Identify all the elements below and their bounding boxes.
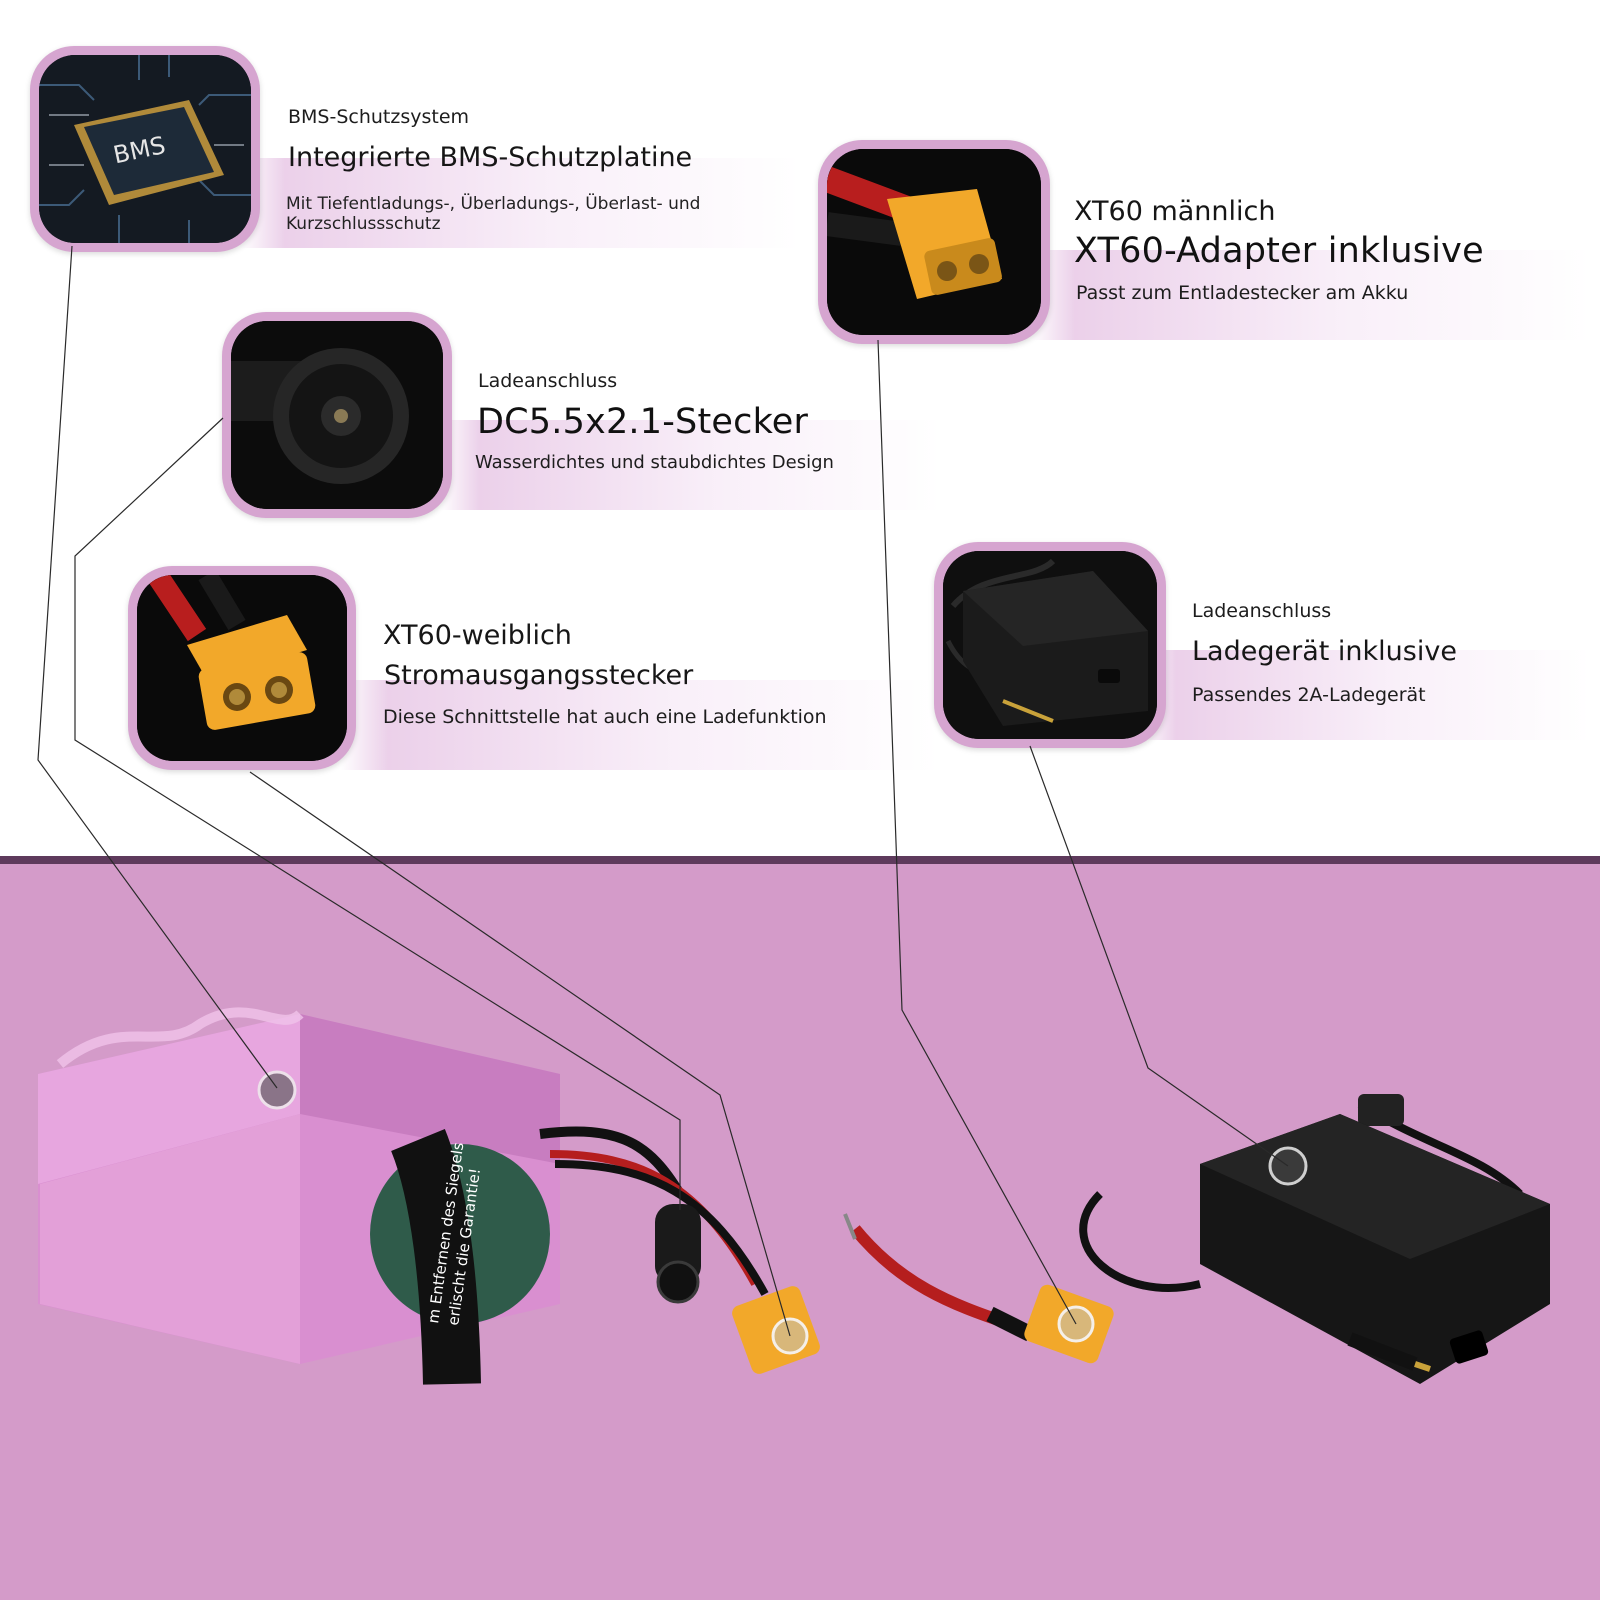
dc-plug-icon	[231, 321, 443, 509]
dc-plug-image	[231, 321, 443, 509]
xt60-female-connector-icon	[137, 575, 347, 761]
battery-cables	[539, 1126, 820, 1374]
charger-marker	[1268, 1146, 1308, 1186]
charger-thumbnail	[934, 542, 1166, 748]
xt60-male-marker	[1057, 1305, 1095, 1343]
xt60-male-band	[1030, 250, 1590, 340]
bms-thumbnail: BMS	[30, 46, 260, 252]
xt60-male-image	[827, 149, 1041, 335]
xt60-female-marker	[771, 1317, 809, 1355]
bms-marker	[257, 1070, 297, 1110]
dc-title: DC5.5x2.1-Stecker	[477, 402, 809, 442]
dc-thumbnail	[222, 312, 452, 518]
bms-label: BMS-Schutzsystem	[288, 106, 470, 128]
dc-description: Wasserdichtes und staubdichtes Design	[475, 452, 834, 473]
bms-chip-image: BMS	[39, 55, 251, 243]
charger-image	[943, 551, 1157, 739]
charger-unit	[1079, 1094, 1550, 1384]
xt60-male-label: XT60 männlich	[1074, 196, 1276, 227]
xt60-female-description: Diese Schnittstelle hat auch eine Ladefu…	[383, 706, 827, 728]
charger-label: Ladeanschluss	[1192, 600, 1332, 622]
charger-icon	[943, 551, 1157, 739]
xt60-female-title: Stromausgangsstecker	[384, 660, 694, 691]
xt60-male-thumbnail	[818, 140, 1050, 344]
product-illustration: m Entfernen des Siegels erlischt die Gar…	[38, 1007, 1550, 1385]
charger-band	[1140, 650, 1590, 740]
dc-label: Ladeanschluss	[478, 370, 618, 392]
xt60-female-image	[137, 575, 347, 761]
bms-title: Integrierte BMS-Schutzplatine	[288, 142, 693, 173]
charger-description: Passendes 2A-Ladegerät	[1192, 684, 1426, 706]
xt60-adapter	[843, 1213, 1114, 1364]
battery-pack: m Entfernen des Siegels erlischt die Gar…	[38, 1007, 560, 1385]
xt60-female-thumbnail	[128, 566, 356, 770]
bms-band	[240, 158, 800, 248]
xt60-male-connector-icon	[827, 149, 1041, 335]
circuit-board-icon: BMS	[39, 55, 251, 243]
xt60-male-title: XT60-Adapter inklusive	[1074, 231, 1484, 271]
xt60-male-description: Passt zum Entladestecker am Akku	[1076, 282, 1409, 304]
xt60-female-label: XT60-weiblich	[383, 620, 572, 651]
charger-title: Ladegerät inklusive	[1192, 636, 1457, 667]
section-divider	[0, 856, 1600, 864]
bms-description: Mit Tiefentladungs-, Überladungs-, Überl…	[286, 194, 701, 234]
